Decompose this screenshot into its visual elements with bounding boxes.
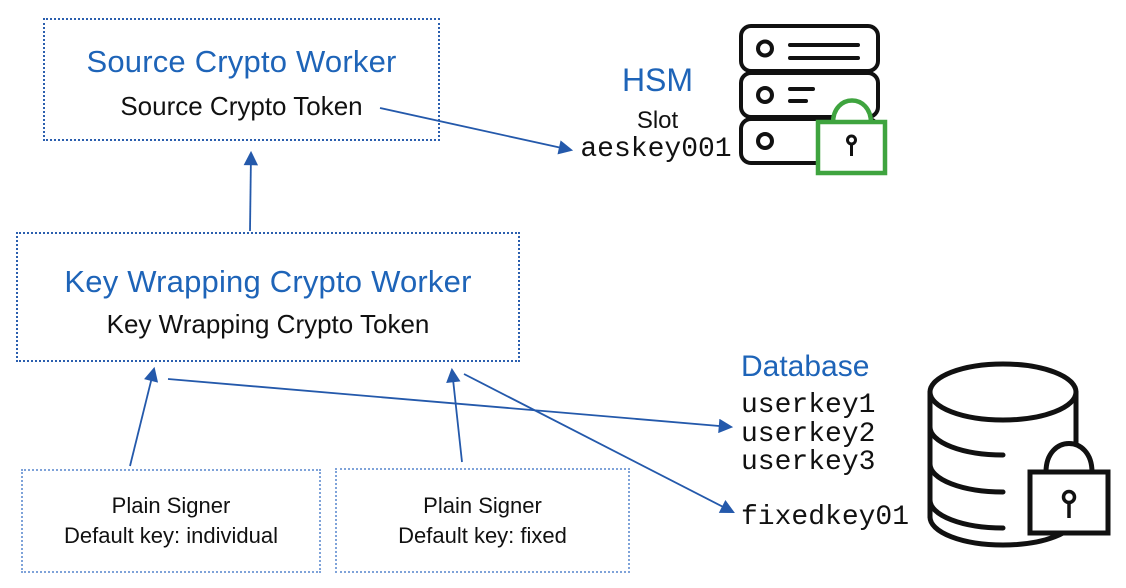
server-rack-icon [739, 24, 880, 165]
green-padlock-icon [815, 98, 888, 176]
hsm-key-name: aeskey001 [580, 134, 732, 165]
hsm-label: HSM [621, 62, 694, 98]
key-wrapping-crypto-worker-box [16, 232, 520, 362]
key-wrapping-worker-title: Key Wrapping Crypto Worker [64, 264, 472, 299]
arrow-signerindividual-to-keywrapping [129, 366, 159, 467]
arrow-keywrapping-to-fixedkey [463, 373, 735, 513]
database-userkey-3: userkey3 [741, 447, 876, 478]
source-worker-title: Source Crypto Worker [86, 44, 397, 79]
source-worker-subtitle: Source Crypto Token [120, 91, 363, 121]
database-label: Database [741, 350, 870, 383]
key-wrapping-worker-subtitle: Key Wrapping Crypto Token [106, 309, 430, 339]
hsm-slot-label: Slot [636, 107, 679, 134]
arrow-signerfixed-to-keywrapping [446, 367, 463, 463]
plain-signer-fixed-subtitle: Default key: fixed [398, 523, 567, 548]
database-fixedkey: fixedkey01 [741, 502, 910, 533]
plain-signer-individual-subtitle: Default key: individual [63, 523, 278, 548]
arrow-layer [129, 107, 735, 513]
arrow-sourcetoken-to-aeskey [379, 107, 574, 155]
source-crypto-worker-box [43, 18, 440, 141]
plain-signer-fixed-title: Plain Signer [423, 493, 542, 518]
plain-signer-individual-title: Plain Signer [111, 493, 231, 518]
padlock-icon [1027, 441, 1111, 536]
database-userkey-2: userkey2 [741, 419, 876, 450]
arrow-keywrapping-to-userkeys [167, 378, 734, 434]
arrow-keywrapping-to-source [243, 150, 259, 232]
plain-signer-individual-box [21, 469, 321, 573]
database-userkey-1: userkey1 [741, 390, 876, 421]
plain-signer-fixed-box [335, 468, 630, 573]
